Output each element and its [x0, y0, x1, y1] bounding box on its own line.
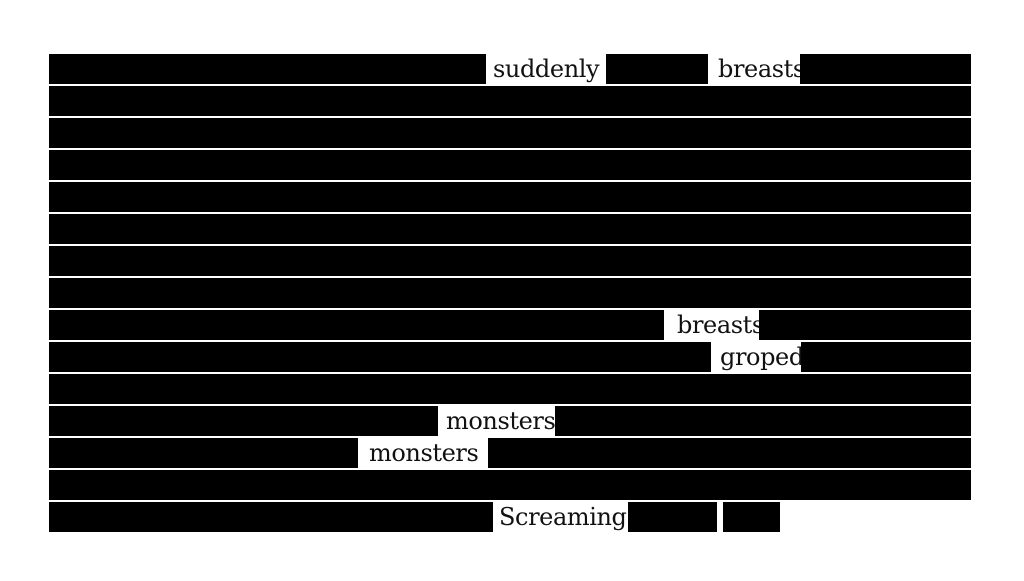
text-line — [49, 278, 971, 308]
text-line — [49, 374, 971, 404]
visible-word: Screaming — [499, 503, 627, 531]
visible-word: monsters — [369, 439, 479, 467]
text-line — [49, 150, 971, 180]
redaction-bar — [49, 470, 971, 500]
visible-word: suddenly — [493, 55, 600, 83]
redaction-bar — [759, 310, 971, 340]
text-line: suddenly breasts — [49, 54, 971, 84]
redaction-bar — [49, 182, 971, 212]
text-line — [49, 182, 971, 212]
redaction-bar — [801, 342, 971, 372]
redaction-bar — [49, 502, 493, 532]
visible-word: breasts — [718, 55, 805, 83]
redaction-bar — [49, 214, 971, 244]
redaction-bar — [555, 406, 971, 436]
redaction-bar — [488, 438, 971, 468]
redaction-bar — [800, 54, 971, 84]
text-line — [49, 118, 971, 148]
text-line: groped — [49, 342, 971, 372]
text-line — [49, 246, 971, 276]
redaction-bar — [49, 150, 971, 180]
text-line — [49, 214, 971, 244]
text-line — [49, 470, 971, 500]
redaction-bar — [49, 54, 486, 84]
redaction-bar — [628, 502, 717, 532]
redaction-bar — [49, 310, 664, 340]
text-line: monsters — [49, 406, 971, 436]
visible-word: breasts — [677, 311, 764, 339]
redaction-bar — [49, 438, 358, 468]
redaction-bar — [606, 54, 708, 84]
redaction-bar — [723, 502, 780, 532]
redaction-bar — [49, 246, 971, 276]
visible-word: groped — [720, 343, 804, 371]
text-line: monsters — [49, 438, 971, 468]
redaction-bar — [49, 342, 711, 372]
text-line: breasts — [49, 310, 971, 340]
text-line — [49, 86, 971, 116]
redaction-bar — [49, 86, 971, 116]
redaction-bar — [49, 406, 438, 436]
redaction-bar — [49, 278, 971, 308]
redaction-bar — [49, 374, 971, 404]
visible-word: monsters — [446, 407, 556, 435]
redaction-bar — [49, 118, 971, 148]
text-line: Screaming — [49, 502, 971, 532]
